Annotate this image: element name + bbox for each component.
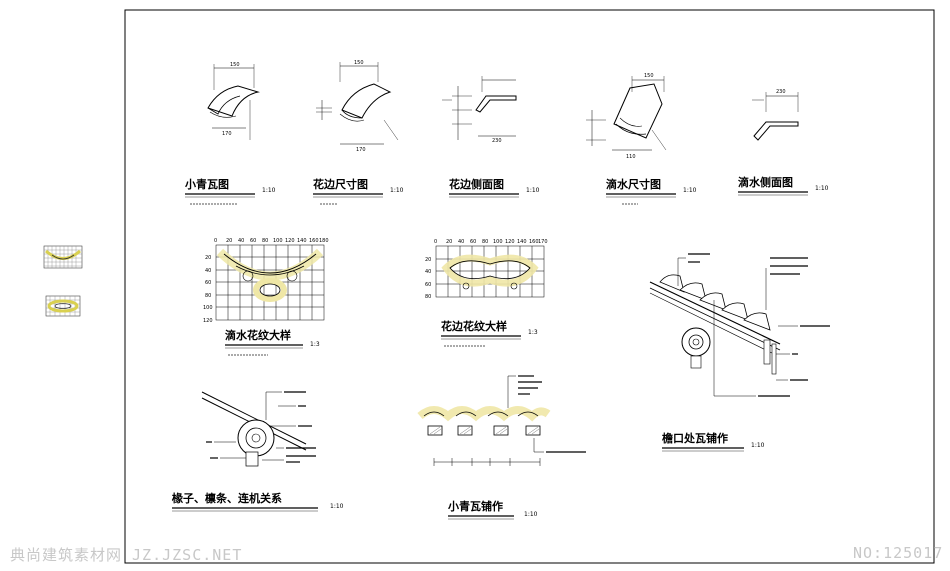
detail-title: 滴水尺寸图 bbox=[606, 177, 661, 191]
detail-eave-tiling: 檐口处瓦铺作 1:10 bbox=[649, 253, 830, 452]
detail-scale: 1:10 bbox=[815, 185, 829, 192]
grid-x-label: 100 bbox=[273, 238, 283, 244]
grid-y-label: 20 bbox=[425, 257, 431, 263]
detail-title: 花边花纹大样 bbox=[441, 319, 507, 333]
detail-scale: 1:10 bbox=[526, 187, 540, 194]
grid-y-label: 60 bbox=[205, 280, 211, 286]
detail-title: 小青瓦图 bbox=[184, 177, 229, 191]
watermark-number: NO:125017 bbox=[853, 544, 944, 562]
detail-title: 小青瓦铺作 bbox=[447, 499, 503, 513]
grid-x-label: 40 bbox=[238, 238, 244, 244]
detail-scale: 1:3 bbox=[310, 341, 320, 348]
grid-x-label: 0 bbox=[214, 238, 217, 244]
detail-scale: 1:10 bbox=[262, 187, 276, 194]
detail-title: 滴水侧面图 bbox=[738, 175, 793, 189]
grid-x-label: 140 bbox=[297, 238, 307, 244]
detail-drip-side: 230 滴水侧面图 1:10 bbox=[738, 89, 829, 196]
grid-y-label: 40 bbox=[425, 269, 431, 275]
grid-y-label: 80 bbox=[205, 293, 211, 299]
grid-x-label: 160 bbox=[529, 239, 539, 245]
legend-swatch-flower bbox=[45, 295, 81, 317]
grid-x-label: 80 bbox=[262, 238, 268, 244]
grid-x-label: 60 bbox=[470, 239, 476, 245]
dim-label: 170 bbox=[222, 131, 232, 137]
grid-y-label: 120 bbox=[203, 318, 213, 324]
grid-x-label: 140 bbox=[517, 239, 527, 245]
detail-flower-edge-size: 150 170 花边尺寸图 1:10 bbox=[313, 60, 404, 205]
grid-x-label: 160 bbox=[309, 238, 319, 244]
detail-title: 椽子、檩条、连机关系 bbox=[171, 491, 282, 505]
watermark-site: 典尚建筑素材网 JZ.JZSC.NET bbox=[10, 546, 243, 564]
grid-x-label: 180 bbox=[319, 238, 329, 244]
dim-label: 170 bbox=[356, 147, 366, 153]
grid-y-label: 100 bbox=[203, 305, 213, 311]
detail-title: 檐口处瓦铺作 bbox=[662, 431, 728, 445]
detail-drip-pattern-grid: 0 20 40 60 80 100 120 140 160 180 20 40 … bbox=[203, 238, 329, 356]
dim-label: 230 bbox=[492, 138, 502, 144]
detail-title: 滴水花纹大样 bbox=[225, 328, 291, 342]
grid-x-label: 60 bbox=[250, 238, 256, 244]
legend-swatch-drip bbox=[43, 245, 83, 269]
detail-scale: 1:10 bbox=[751, 442, 765, 449]
detail-scale: 1:10 bbox=[330, 503, 344, 510]
grid-y-label: 80 bbox=[425, 294, 431, 300]
detail-rafter-purlin: 椽子、檩条、连机关系 1:10 bbox=[171, 391, 344, 512]
grid-x-label: 40 bbox=[458, 239, 464, 245]
detail-small-tile-laying: 小青瓦铺作 1:10 bbox=[417, 375, 586, 520]
detail-flower-edge-side: 230 花边侧面图 1:10 bbox=[442, 76, 540, 198]
dim-label: 150 bbox=[354, 60, 364, 66]
grid-x-label: 0 bbox=[434, 239, 437, 245]
grid-x-label: 120 bbox=[285, 238, 295, 244]
detail-drip-size: 150 110 滴水尺寸图 1:10 bbox=[586, 73, 697, 205]
sheet-border bbox=[124, 9, 935, 564]
detail-scale: 1:10 bbox=[390, 187, 404, 194]
detail-scale: 1:3 bbox=[528, 329, 538, 336]
grid-y-label: 20 bbox=[205, 255, 211, 261]
grid-x-label: 120 bbox=[505, 239, 515, 245]
detail-title: 花边侧面图 bbox=[449, 177, 504, 191]
dim-label: 110 bbox=[626, 154, 636, 160]
grid-x-label: 20 bbox=[226, 238, 232, 244]
detail-small-tile: 150 170 小青瓦图 1:10 bbox=[184, 62, 276, 205]
detail-scale: 1:10 bbox=[683, 187, 697, 194]
grid-x-label: 80 bbox=[482, 239, 488, 245]
detail-scale: 1:10 bbox=[524, 511, 538, 518]
grid-x-label: 170 bbox=[538, 239, 548, 245]
dim-label: 150 bbox=[230, 62, 240, 68]
grid-x-label: 20 bbox=[446, 239, 452, 245]
dim-label: 230 bbox=[776, 89, 786, 95]
detail-flower-pattern-grid: 0 20 40 60 80 100 120 140 160 170 20 40 … bbox=[425, 239, 548, 347]
grid-y-label: 60 bbox=[425, 282, 431, 288]
detail-title: 花边尺寸图 bbox=[313, 177, 368, 191]
dim-label: 150 bbox=[644, 73, 654, 79]
grid-y-label: 40 bbox=[205, 268, 211, 274]
grid-x-label: 100 bbox=[493, 239, 503, 245]
